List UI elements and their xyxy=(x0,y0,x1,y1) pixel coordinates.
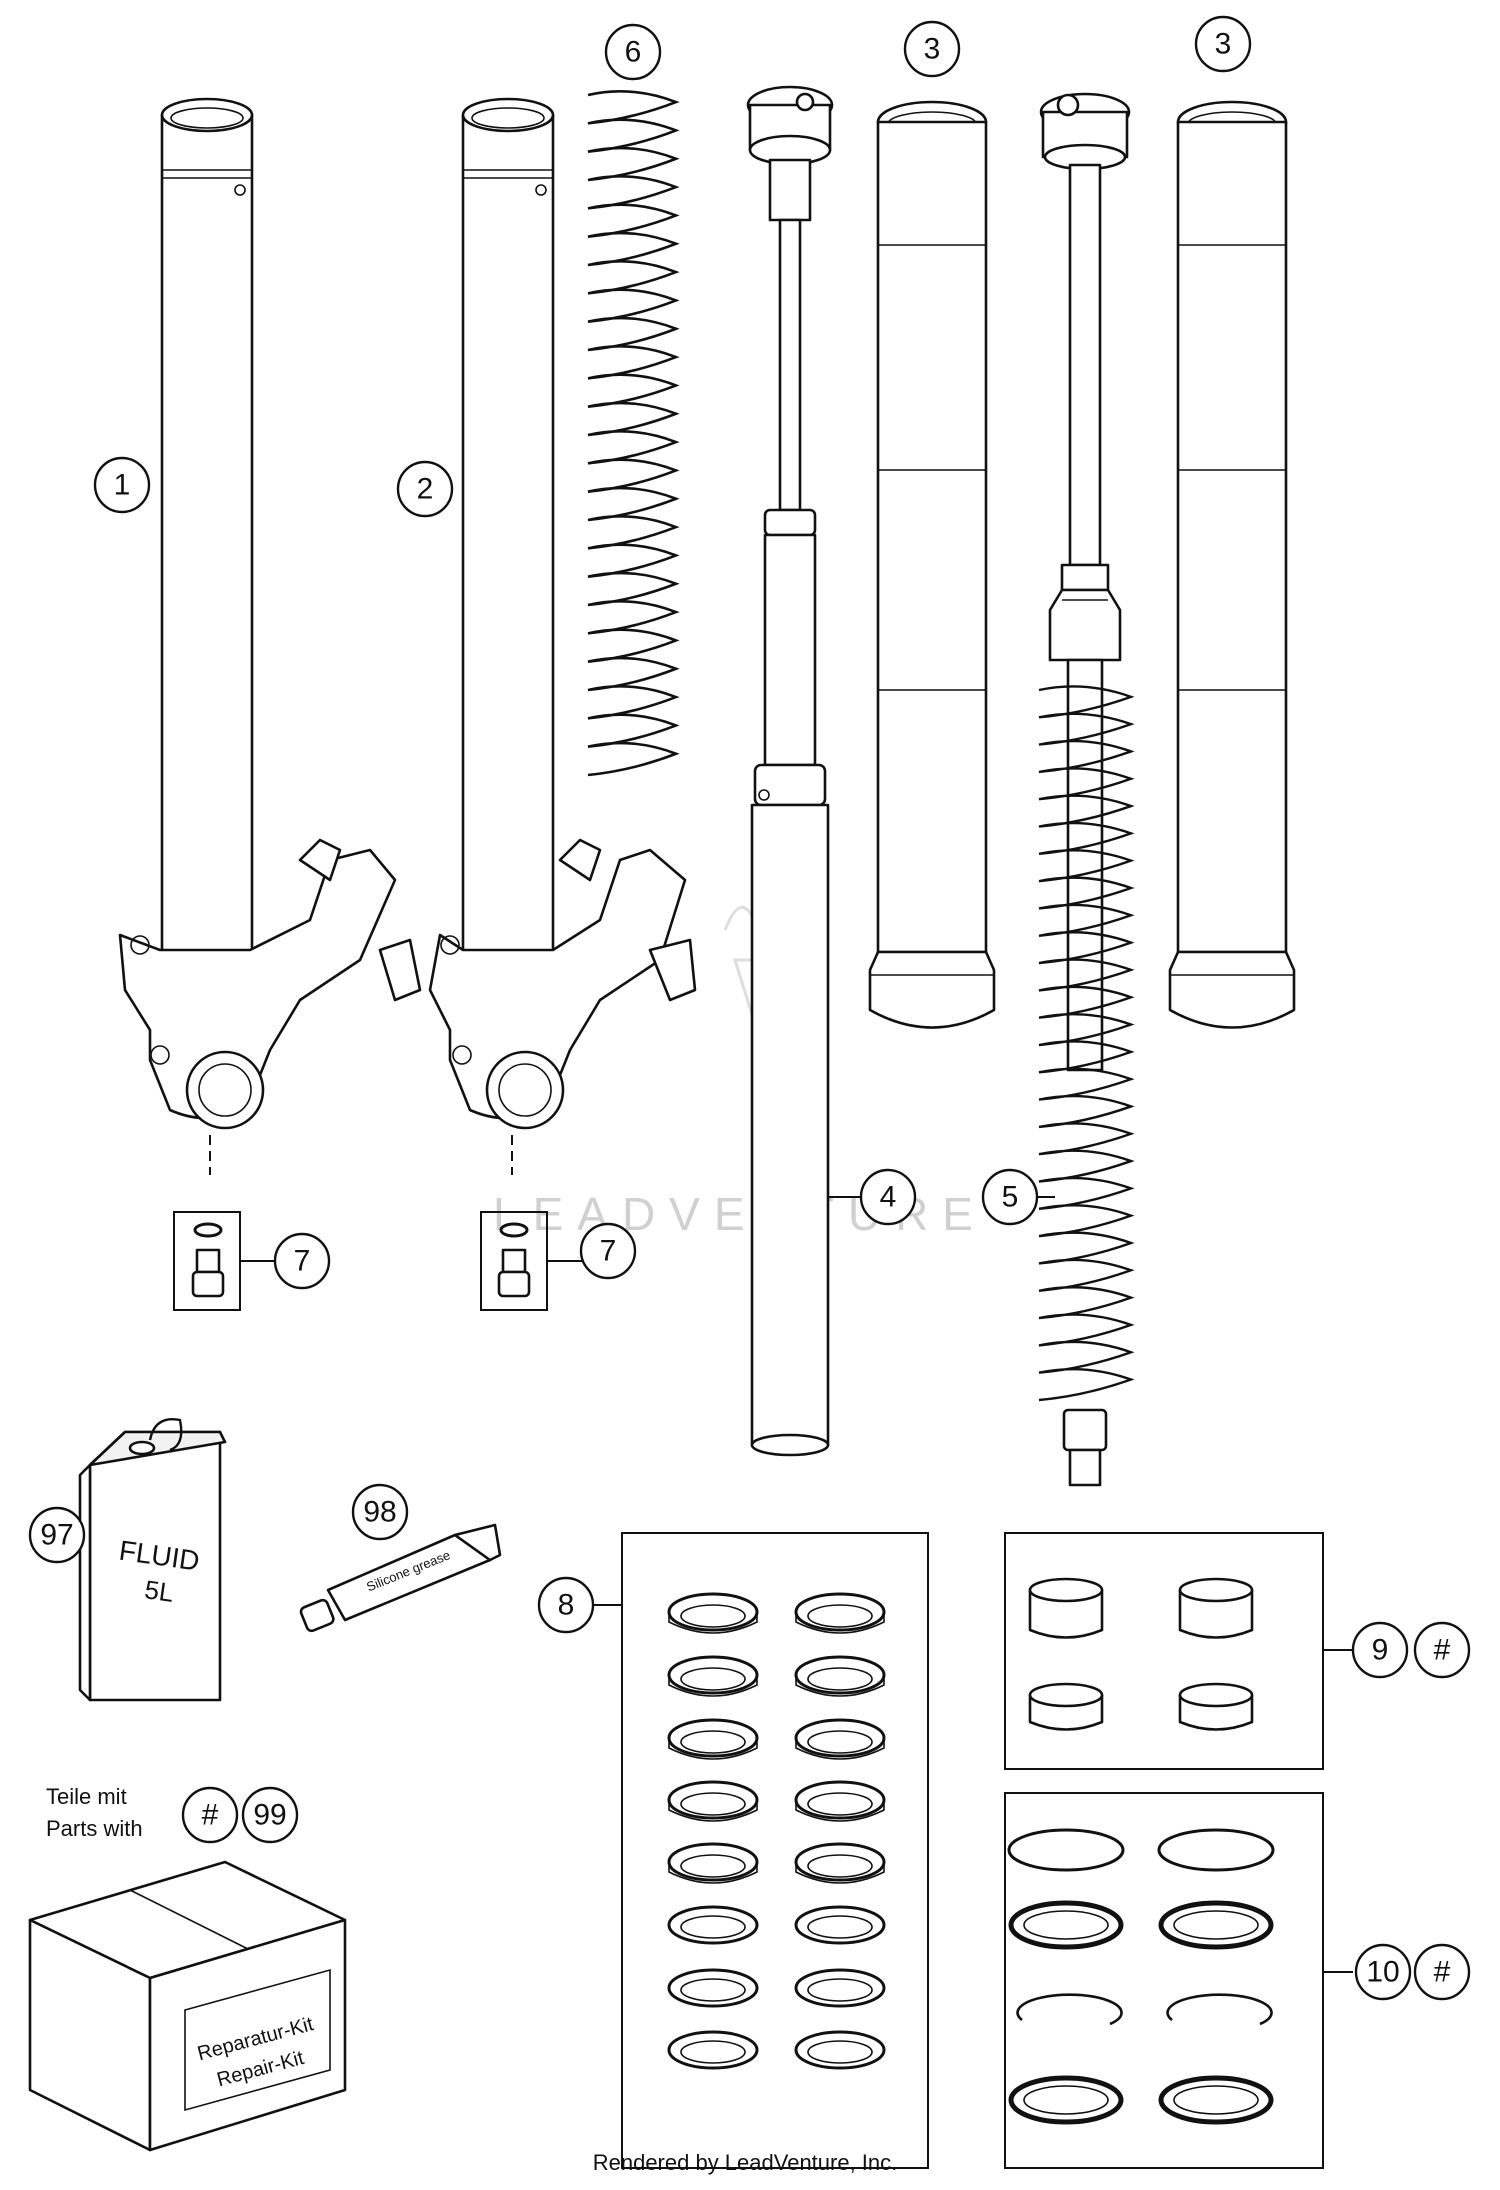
svg-text:98: 98 xyxy=(363,1496,396,1529)
bushing-ring xyxy=(794,1968,886,2008)
fluid-volume-label: 5L xyxy=(143,1574,176,1608)
bushing-ring-side xyxy=(668,1675,758,1697)
part-9-guide-bushing-set xyxy=(1004,1532,1353,1770)
bushing-ring xyxy=(667,1905,759,1945)
svg-text:3: 3 xyxy=(1215,28,1232,61)
part-7-screw-box-left xyxy=(173,1211,275,1311)
bushing-ring-side xyxy=(668,1738,758,1760)
svg-text:1: 1 xyxy=(114,469,131,502)
callout-6: 6 xyxy=(604,23,662,81)
bushing-ring-inner xyxy=(680,1854,746,1878)
svg-text:8: 8 xyxy=(558,1589,575,1622)
callout-5: 5 xyxy=(981,1168,1039,1226)
callout-3-right: 3 xyxy=(1194,15,1252,73)
svg-text:#: # xyxy=(202,1799,219,1832)
bushing-ring xyxy=(794,2030,886,2070)
bushing-ring xyxy=(667,1968,759,2008)
bushing-ring-side xyxy=(795,1612,885,1634)
svg-text:7: 7 xyxy=(294,1245,311,1278)
callout-3-left: 3 xyxy=(903,20,961,78)
callout-2: 2 xyxy=(396,460,454,518)
part-5-spring-cartridge xyxy=(1018,92,1135,1487)
callout-8: 8 xyxy=(537,1576,595,1634)
callout-7-left: 7 xyxy=(273,1232,331,1290)
bushing-ring-side xyxy=(668,1800,758,1822)
repair-kit-box: Reparatur-Kit Repair-Kit xyxy=(28,1860,347,2152)
svg-text:97: 97 xyxy=(40,1519,73,1552)
note-parts-with: Parts with xyxy=(46,1816,143,1841)
bushing-ring-inner xyxy=(680,2040,746,2064)
note-teile-mit: Teile mit xyxy=(46,1784,127,1809)
callout-99: 99 xyxy=(241,1786,299,1844)
callout-10-hash: # xyxy=(1413,1943,1471,2001)
bushing-ring-inner xyxy=(680,1978,746,2002)
bushing-ring-inner xyxy=(807,1854,873,1878)
bushing-ring xyxy=(667,2030,759,2070)
svg-text:#: # xyxy=(1434,1956,1451,1989)
part-8-slide-bushing-set xyxy=(590,1532,929,2169)
bushing-ring-inner xyxy=(680,1667,746,1691)
part-3-inner-tube-right xyxy=(1168,100,1296,1029)
callout-10: 10 xyxy=(1354,1943,1412,2001)
callout-97: 97 xyxy=(28,1506,86,1564)
bushing-ring xyxy=(794,1905,886,1945)
svg-text:9: 9 xyxy=(1372,1634,1389,1667)
bushing-ring-side xyxy=(668,1862,758,1884)
part-1-outer-tube-left xyxy=(118,97,422,1130)
callout-4: 4 xyxy=(859,1168,917,1226)
part-2-outer-tube-right xyxy=(428,97,697,1130)
svg-text:2: 2 xyxy=(417,473,434,506)
svg-text:99: 99 xyxy=(253,1799,286,1832)
callout-98: 98 xyxy=(351,1483,409,1541)
svg-text:#: # xyxy=(1434,1634,1451,1667)
part-10-seal-kit xyxy=(1004,1792,1353,2169)
part-98-silicone-grease-tube: Silicone grease xyxy=(299,1523,502,1633)
callout-1: 1 xyxy=(93,456,151,514)
bushing-ring-inner xyxy=(680,1792,746,1816)
part-4-cartridge xyxy=(746,85,860,1457)
callout-9: 9 xyxy=(1351,1621,1409,1679)
svg-text:6: 6 xyxy=(625,36,642,69)
svg-text:10: 10 xyxy=(1366,1956,1399,1989)
bushing-ring-inner xyxy=(807,2040,873,2064)
svg-text:5: 5 xyxy=(1002,1181,1019,1214)
bushing-ring-side xyxy=(795,1675,885,1697)
bushing-ring-inner xyxy=(680,1730,746,1754)
bushing-ring-inner xyxy=(807,1604,873,1628)
bushing-ring-inner xyxy=(807,1978,873,2002)
callout-9-hash: # xyxy=(1413,1621,1471,1679)
footer-credit: Rendered by LeadVenture, Inc. xyxy=(593,2150,898,2175)
bushing-ring-inner xyxy=(807,1667,873,1691)
bushing-ring-side xyxy=(795,1800,885,1822)
bushing-ring-side xyxy=(795,1738,885,1760)
callout-7-right: 7 xyxy=(579,1222,637,1280)
callout-99-hash: # xyxy=(181,1786,239,1844)
bushing-ring-inner xyxy=(807,1792,873,1816)
part-6-fork-spring xyxy=(587,90,680,777)
bushing-ring-side xyxy=(795,1862,885,1884)
part-7-screw-box-right xyxy=(480,1211,582,1311)
bushing-ring-inner xyxy=(680,1915,746,1939)
part-3-inner-tube-left xyxy=(868,100,996,1029)
bushing-ring-inner xyxy=(807,1730,873,1754)
part-97-fork-fluid-can: FLUID 5L xyxy=(78,1418,227,1702)
bushing-ring-inner xyxy=(807,1915,873,1939)
svg-text:7: 7 xyxy=(600,1235,617,1268)
bushing-ring-inner xyxy=(680,1604,746,1628)
svg-text:4: 4 xyxy=(880,1181,897,1214)
svg-text:3: 3 xyxy=(924,33,941,66)
bushing-ring-side xyxy=(668,1612,758,1634)
